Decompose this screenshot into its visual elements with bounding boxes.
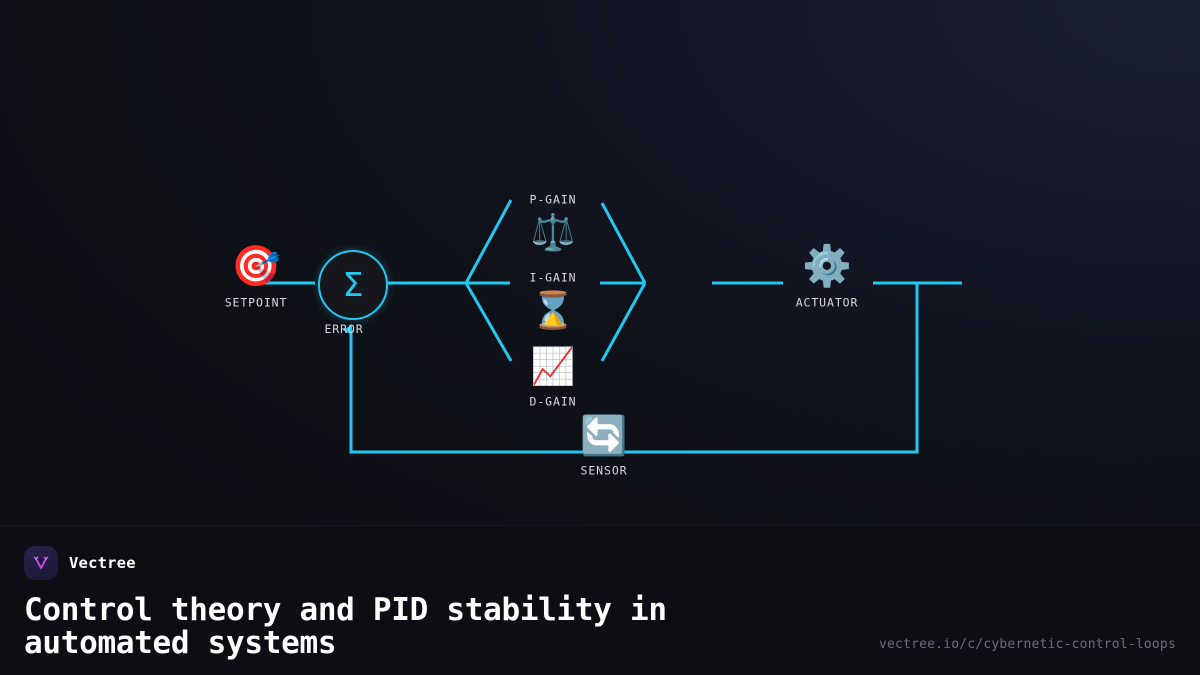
diagram-node-i-gain: ⌛ I-GAIN bbox=[530, 271, 577, 330]
link-feedback-loop bbox=[343, 283, 919, 454]
link-fanout-to-dgain bbox=[464, 282, 513, 362]
vectree-mark bbox=[33, 556, 49, 569]
diagram-node-d-gain: 📈 D-GAIN bbox=[529, 346, 577, 409]
chart-increasing-icon: 📈 bbox=[530, 346, 576, 388]
feedback-loop-icon: 🔄 bbox=[580, 413, 628, 458]
page-title: Control theory and PID stability in auto… bbox=[24, 592, 667, 662]
node-label-setpoint: SETPOINT bbox=[224, 295, 288, 310]
brand: Vectree bbox=[24, 546, 1176, 580]
balance-scale-icon: ⚖️ bbox=[530, 212, 576, 254]
footer-bar: Vectree Control theory and PID stability… bbox=[0, 525, 1200, 675]
gear-icon: ⚙️ bbox=[802, 243, 852, 290]
node-label-sensor: SENSOR bbox=[580, 463, 628, 478]
node-label-i-gain: I-GAIN bbox=[529, 270, 577, 285]
summing-junction-icon: Σ bbox=[342, 264, 364, 304]
link-fanout-to-pgain bbox=[464, 199, 513, 284]
diagram-node-setpoint: 🎯 SETPOINT bbox=[225, 247, 288, 310]
node-label-p-gain: P-GAIN bbox=[529, 192, 577, 207]
vectree-logo-icon bbox=[24, 546, 58, 580]
diagram-node-sensor: 🔄 SENSOR bbox=[580, 417, 627, 478]
link-pgain-to-merge bbox=[600, 202, 647, 284]
target-icon: 🎯 bbox=[231, 243, 281, 290]
brand-name: Vectree bbox=[69, 554, 136, 572]
hourglass-icon: ⌛ bbox=[530, 290, 576, 332]
node-label-actuator: ACTUATOR bbox=[795, 295, 859, 310]
diagram-node-actuator: ⚙️ ACTUATOR bbox=[796, 247, 859, 310]
source-url: vectree.io/c/cybernetic-control-loops bbox=[879, 637, 1176, 652]
link-dgain-to-merge bbox=[600, 282, 647, 362]
node-label-error: ERROR bbox=[324, 322, 364, 336]
diagram-node-error: Σ bbox=[318, 250, 388, 320]
node-label-d-gain: D-GAIN bbox=[529, 394, 577, 409]
diagram-node-p-gain: ⚖️ P-GAIN bbox=[530, 193, 577, 252]
